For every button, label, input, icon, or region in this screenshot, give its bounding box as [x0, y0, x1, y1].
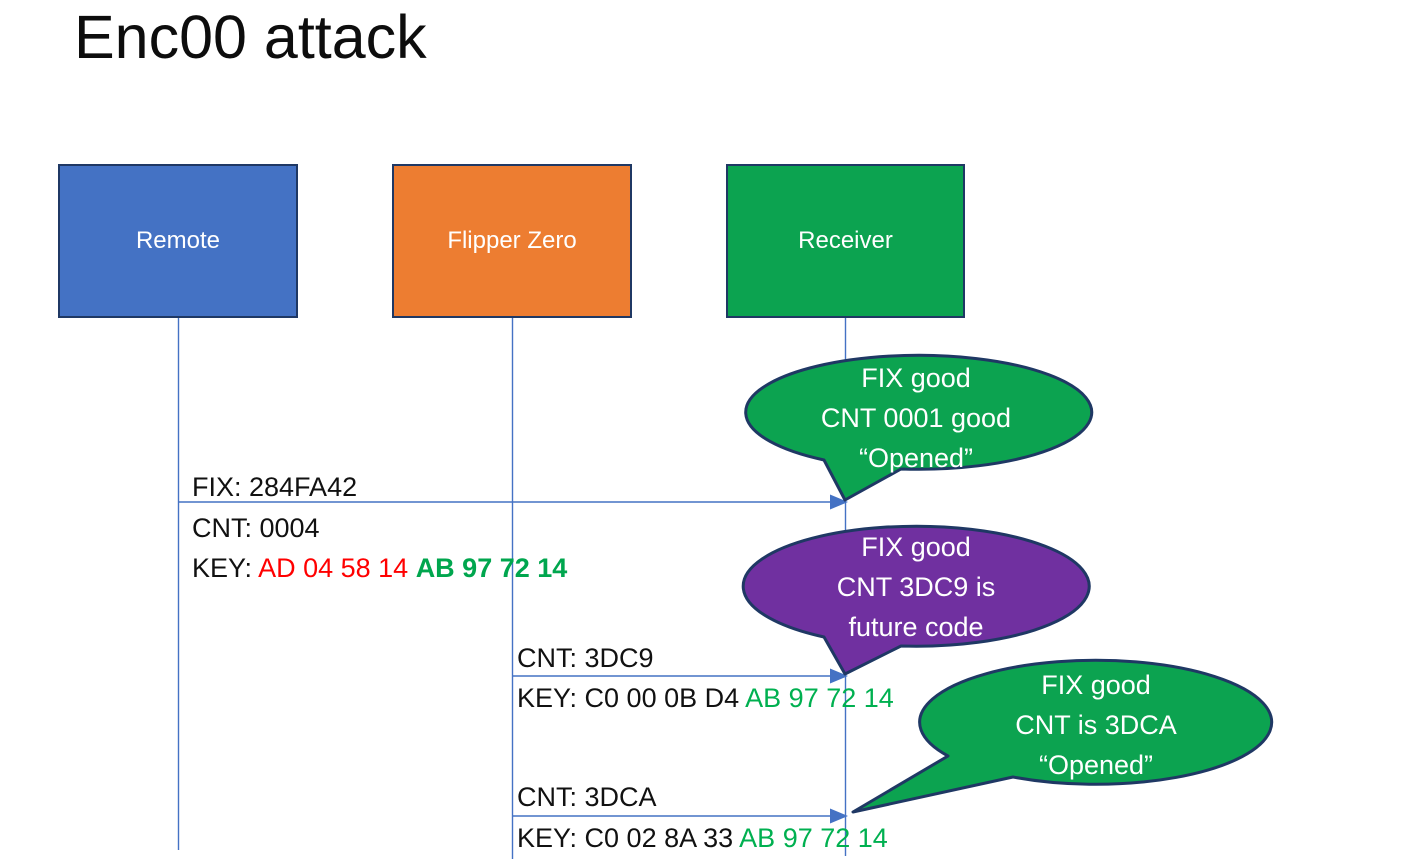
message-1-fix-label: FIX: 284FA42	[192, 472, 358, 502]
actor-label-receiver: Receiver	[798, 227, 893, 254]
message-2-cnt-label: CNT: 3DC9	[517, 643, 654, 673]
message-arrow-1-head	[830, 494, 848, 510]
callout-3-line-2: CNT is 3DCA	[1015, 710, 1177, 740]
callout-1-line-1: FIX good	[861, 363, 971, 393]
message-1-key-prefix: KEY:	[192, 553, 259, 583]
message-1-key-label: KEY: AD 04 58 14 AB 97 72 14	[192, 552, 567, 584]
message-3-key-green-bytes: AB 97 72 14	[739, 823, 888, 853]
callout-1-bubble	[744, 353, 1094, 502]
message-1-key-green-bytes: AB 97 72 14	[415, 553, 568, 583]
actor-label-flipper-zero: Flipper Zero	[447, 227, 577, 254]
message-arrow-2-head	[830, 668, 848, 684]
message-2-key-prefix: KEY: C0 00 0B D4	[517, 683, 746, 713]
callout-2-bubble	[741, 524, 1091, 676]
callout-2-line-2: CNT 3DC9 is	[836, 572, 996, 602]
callout-3-bubble	[851, 658, 1274, 814]
message-1-cnt-label: CNT: 0004	[192, 513, 320, 543]
slide-title: Enc00 attack	[74, 3, 427, 71]
callout-2-line-3: future code	[848, 612, 984, 642]
callout-3-line-1: FIX good	[1041, 670, 1151, 700]
callout-3-line-3: “Opened”	[1038, 750, 1154, 780]
message-3-key-prefix: KEY: C0 02 8A 33	[517, 823, 740, 853]
callout-1-text: FIX good CNT 0001 good “Opened”	[756, 358, 1076, 478]
actor-box-remote: Remote	[58, 164, 298, 318]
actor-box-receiver: Receiver	[726, 164, 965, 318]
callout-1-line-2: CNT 0001 good	[820, 403, 1012, 433]
callout-2-text: FIX good CNT 3DC9 is future code	[756, 527, 1076, 647]
callout-1-line-3: “Opened”	[858, 443, 974, 473]
actor-label-remote: Remote	[135, 227, 221, 254]
actor-box-flipper-zero: Flipper Zero	[392, 164, 632, 318]
callout-3-text: FIX good CNT is 3DCA “Opened”	[936, 665, 1256, 785]
message-3-cnt-label: CNT: 3DCA	[517, 782, 657, 812]
callout-2-line-1: FIX good	[861, 532, 971, 562]
message-1-key-red-bytes: AD 04 58 14	[258, 553, 416, 583]
message-arrow-3-head	[830, 808, 848, 824]
message-2-key-green-bytes: AB 97 72 14	[745, 683, 894, 713]
message-2-key-label: KEY: C0 00 0B D4 AB 97 72 14	[517, 682, 894, 714]
message-3-key-label: KEY: C0 02 8A 33 AB 97 72 14	[517, 822, 888, 854]
